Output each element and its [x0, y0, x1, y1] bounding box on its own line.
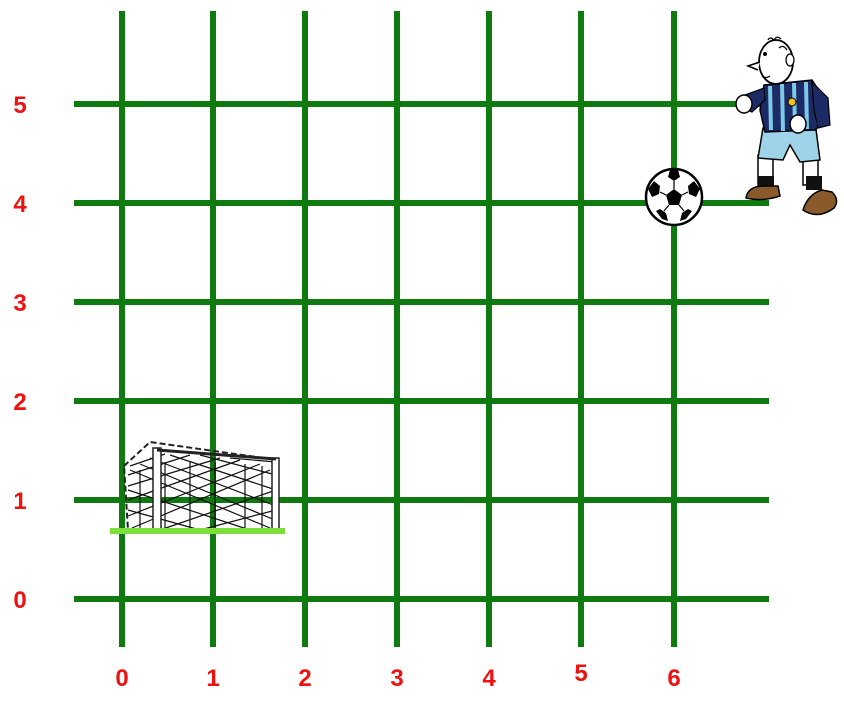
y-axis-label: 3: [13, 290, 26, 317]
horizontal-grid-line: [74, 596, 769, 602]
x-axis-labels: 0 1 2 3 4 5 6: [115, 660, 680, 692]
horizontal-grid-line: [74, 299, 769, 305]
soccer-goal-icon: [110, 442, 285, 534]
y-axis-labels: 0 1 2 3 4 5: [13, 92, 27, 614]
soccer-player-icon: [736, 37, 837, 214]
horizontal-grid-line: [74, 398, 769, 404]
horizontal-grid-line: [74, 101, 769, 107]
x-axis-label: 5: [574, 660, 587, 687]
x-axis-label: 3: [390, 665, 403, 692]
x-axis-label: 6: [667, 665, 680, 692]
x-axis-label: 2: [298, 665, 311, 692]
x-axis-label: 4: [482, 665, 496, 692]
y-axis-label: 5: [13, 92, 26, 119]
y-axis-label: 2: [13, 389, 26, 416]
y-axis-label: 0: [13, 587, 26, 614]
y-axis-label: 4: [13, 191, 27, 218]
x-axis-label: 0: [115, 665, 128, 692]
x-axis-label: 1: [206, 665, 219, 692]
y-axis-label: 1: [13, 488, 26, 515]
horizontal-grid-line: [74, 497, 769, 503]
grid-lines: [74, 11, 769, 647]
soccer-ball-icon: [646, 169, 702, 225]
